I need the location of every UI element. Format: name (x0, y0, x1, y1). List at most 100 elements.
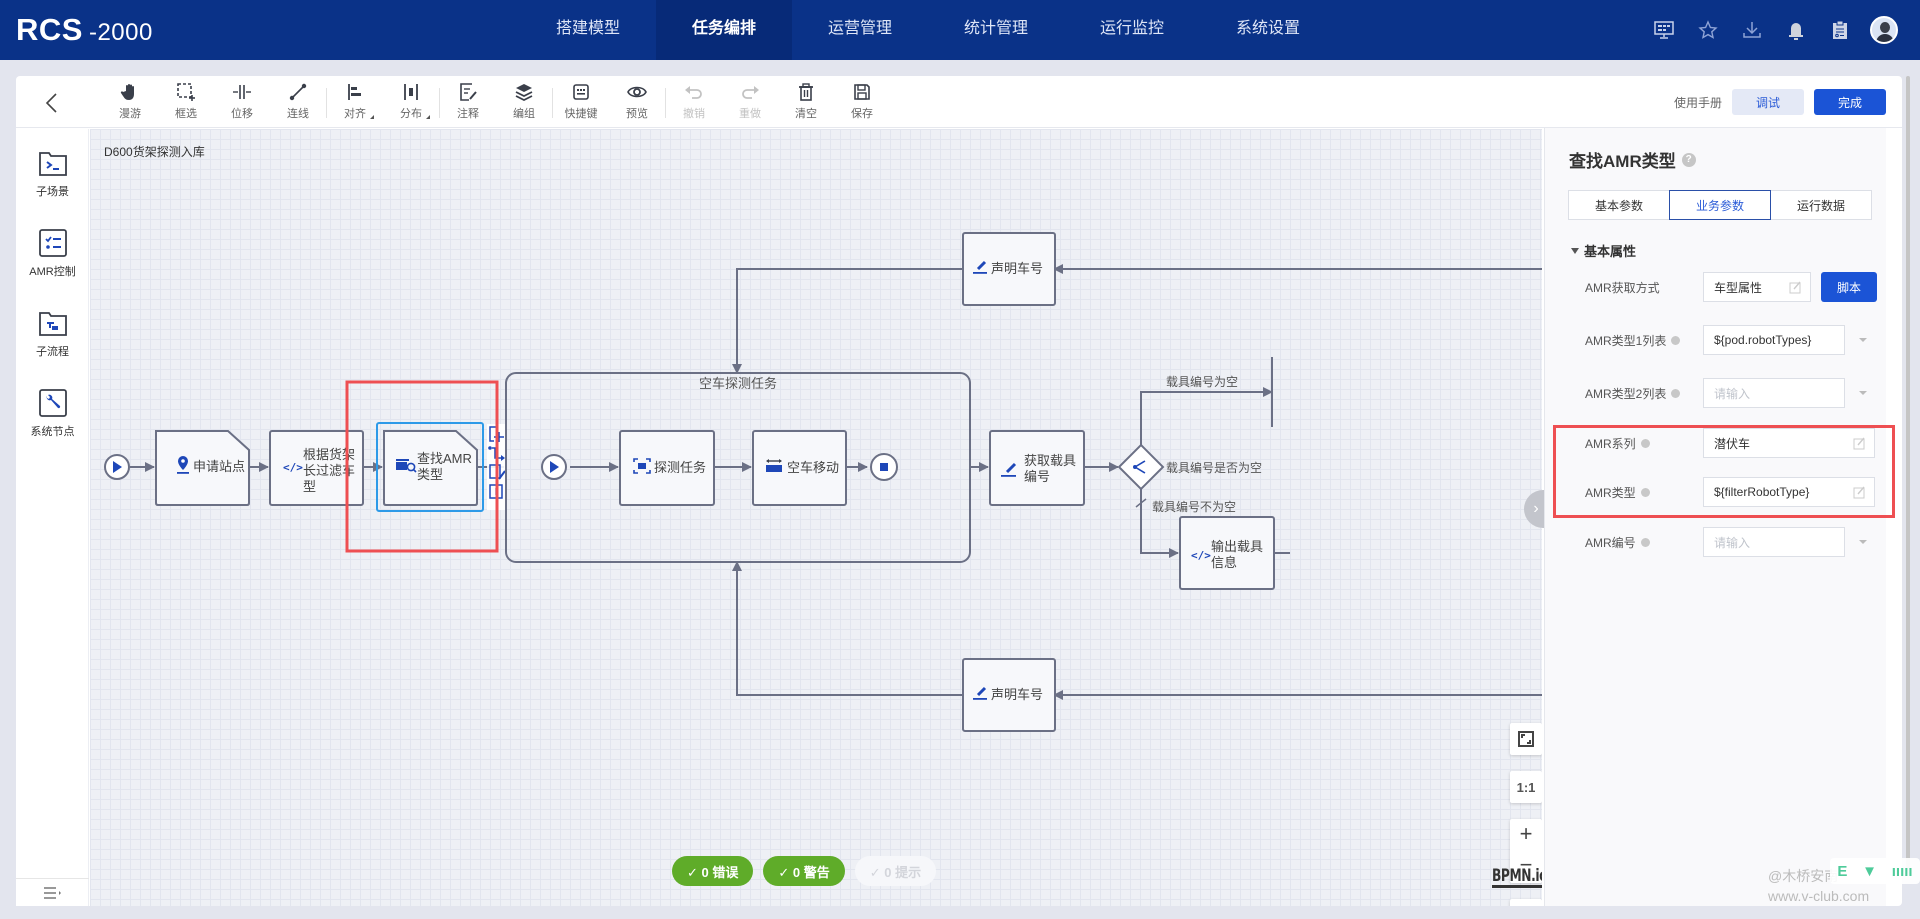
tool-clear[interactable]: 清空 (778, 82, 834, 121)
edit-icon[interactable] (1789, 281, 1802, 294)
task-label: 声明车号 (991, 687, 1043, 702)
nav-build-model[interactable]: 搭建模型 (555, 20, 620, 37)
edit-icon[interactable] (1853, 486, 1866, 499)
avatar[interactable] (1862, 14, 1906, 46)
tool-pan[interactable]: 漫游 (102, 82, 158, 121)
input-method-bar[interactable]: E▼ııııı (1830, 858, 1920, 884)
amr-series-input[interactable]: 潜伏车 (1703, 428, 1875, 458)
tool-distribute[interactable]: 分布 (383, 82, 439, 121)
tool-marquee[interactable]: 框选 (158, 82, 214, 121)
tab-basic-params[interactable]: 基本参数 (1568, 190, 1670, 220)
hints-badge[interactable]: ✓ 0 提示 (854, 856, 937, 886)
fit-view-button[interactable] (1510, 723, 1542, 755)
amr-id-select[interactable]: 请输入 (1703, 527, 1845, 557)
nav-task-orchestration[interactable]: 任务编排 (656, 0, 792, 60)
tool-connect[interactable]: 连线 (270, 82, 326, 121)
palette-subprocess[interactable]: 子流程 (16, 308, 89, 359)
task-declare-car-top[interactable]: 声明车号 (962, 232, 1056, 306)
info-icon (1640, 537, 1650, 547)
chevron-down-icon[interactable] (1859, 540, 1867, 544)
user-manual-link[interactable]: 使用手册 (1673, 95, 1722, 110)
tool-align[interactable]: 对齐 (327, 82, 383, 121)
start-event[interactable] (104, 454, 130, 480)
nav-operations[interactable]: 运营管理 (827, 20, 892, 37)
gateway-carrier-id-empty[interactable]: 载具编号是否为空 (1117, 443, 1262, 491)
amr-type2-list-select[interactable]: 请输入 (1703, 378, 1845, 408)
task-declare-car-bottom[interactable]: 声明车号 (962, 658, 1056, 732)
bpmn-io-logo[interactable]: BPMN.io (1492, 867, 1542, 888)
info-icon (1671, 335, 1681, 345)
warnings-badge[interactable]: ✓ 0 警告 (763, 856, 845, 886)
nav-settings[interactable]: 系统设置 (1235, 20, 1300, 37)
code-icon: </> (1191, 549, 1211, 562)
amr-type1-list-select[interactable]: ${pod.robotTypes} (1703, 325, 1845, 355)
clipboard-icon[interactable] (1818, 14, 1862, 46)
palette-amr-control[interactable]: AMR控制 (16, 228, 89, 279)
chevron-down-icon[interactable] (1859, 391, 1867, 395)
tab-runtime-data[interactable]: 运行数据 (1770, 190, 1872, 220)
zoom-out-button[interactable]: − (1519, 852, 1533, 877)
amr-type-input[interactable]: ${filterRobotType} (1703, 477, 1875, 507)
edit-icon[interactable] (1853, 437, 1866, 450)
page-scrollbar[interactable] (1906, 76, 1910, 876)
task-label: 型 (303, 479, 316, 494)
palette-sub-scene[interactable]: 子场景 (16, 148, 89, 199)
info-icon (1640, 487, 1650, 497)
debug-button[interactable]: 调试 (1732, 89, 1804, 115)
nav-monitoring[interactable]: 运行监控 (1099, 20, 1164, 37)
sub-end-event[interactable] (870, 453, 898, 481)
monitor-icon[interactable] (1642, 14, 1686, 46)
flow-branch-not-empty[interactable] (1140, 489, 1179, 558)
chevron-down-icon[interactable] (1859, 338, 1867, 342)
flow-declare-subprocess-bottom[interactable] (732, 561, 962, 696)
tool-move[interactable]: 位移 (214, 82, 270, 121)
back-button[interactable] (38, 90, 64, 116)
flow-branch-empty[interactable] (1140, 387, 1273, 445)
tool-shortcuts[interactable]: 快捷键 (553, 82, 609, 121)
layers-icon (515, 84, 533, 102)
ime-shirt-icon: ▼ (1862, 862, 1877, 880)
sub-start-event[interactable] (541, 454, 567, 480)
menu-collapse-icon (43, 886, 61, 899)
flow-declare-subprocess-top[interactable] (732, 268, 962, 374)
task-filter-by-shelf[interactable]: </> 根据货架 长过滤车 型 (269, 430, 364, 506)
star-icon[interactable] (1686, 14, 1730, 46)
task-apply-station[interactable]: 申请站点 (155, 430, 250, 506)
tool-undo[interactable]: 撤销 (666, 82, 722, 121)
amr-acquire-method-input[interactable]: 车型属性 (1703, 272, 1811, 302)
process-diagram: 申请站点 </> 根据货架 长过滤车 型 查找AMR 类型 (104, 232, 1542, 732)
palette-system-node[interactable]: 系统节点 (16, 388, 89, 439)
tool-preview[interactable]: 预览 (609, 82, 665, 121)
tool-annotate[interactable]: 注释 (440, 82, 496, 121)
tab-business-params[interactable]: 业务参数 (1669, 190, 1771, 220)
task-label: 查找AMR (417, 451, 472, 466)
location-pin-icon (177, 456, 189, 474)
bell-icon[interactable] (1774, 14, 1818, 46)
task-empty-move[interactable]: 空车移动 (752, 430, 847, 506)
field-label: AMR编号 (1585, 534, 1703, 551)
palette-collapse-toggle[interactable] (16, 878, 89, 906)
keyboard-icon (573, 84, 589, 100)
tool-group[interactable]: 编组 (496, 82, 552, 121)
help-icon[interactable]: ? (1681, 152, 1696, 167)
task-output-carrier-info[interactable]: </> 输出载具 信息 (1179, 516, 1275, 590)
task-get-carrier-id[interactable]: 获取载具 编号 (989, 430, 1085, 506)
reset-position-button[interactable] (1510, 899, 1542, 906)
reset-zoom-button[interactable]: 1:1 (1510, 771, 1542, 803)
bpmn-canvas[interactable]: D600货架探测入库 (90, 129, 1542, 906)
tool-save[interactable]: 保存 (834, 82, 890, 121)
task-detect[interactable]: 探测任务 (619, 430, 715, 506)
nav-statistics[interactable]: 统计管理 (963, 20, 1028, 37)
field-label: AMR类型1列表 (1585, 332, 1703, 349)
edit-label-icon[interactable] (489, 464, 506, 480)
subprocess-empty-car-detect[interactable]: 空车探测任务 探测任务 空车移动 (505, 372, 971, 563)
download-icon[interactable] (1730, 14, 1774, 46)
zoom-in-button[interactable]: + (1519, 821, 1533, 846)
task-find-amr-type[interactable]: 查找AMR 类型 (376, 422, 484, 512)
done-button[interactable]: 完成 (1814, 89, 1886, 115)
toolbar-divider (665, 88, 666, 118)
section-basic-properties[interactable]: 基本属性 (1571, 241, 1636, 260)
tool-redo[interactable]: 重做 (722, 82, 778, 121)
script-button[interactable]: 脚本 (1821, 272, 1877, 302)
errors-badge[interactable]: ✓ 0 错误 (672, 856, 754, 886)
